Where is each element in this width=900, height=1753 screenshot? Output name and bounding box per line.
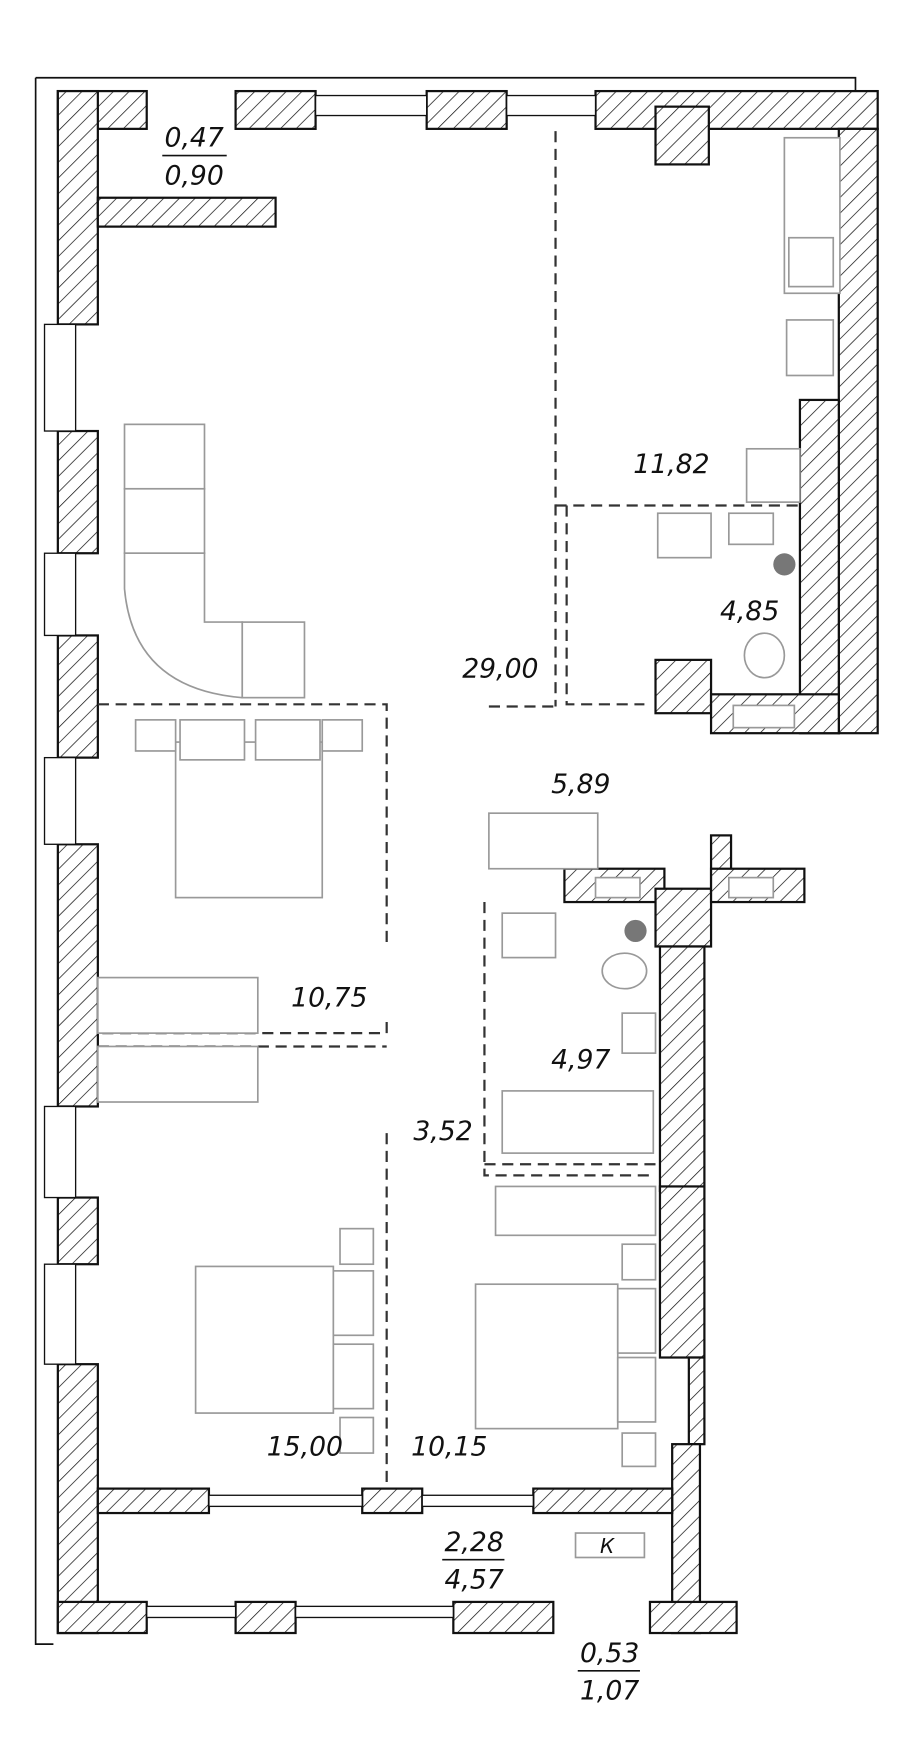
room-area-corridor: 3,52 — [413, 1116, 472, 1147]
room-area-coef-loggia-bottom: 1,07 — [580, 1676, 639, 1707]
room-area-coef-balcony: 4,57 — [444, 1565, 503, 1596]
room-area-bedroom-2: 15,00 — [267, 1431, 343, 1462]
furniture — [97, 136, 841, 1559]
room-area-loggia-bottom: 0,53 — [580, 1638, 639, 1669]
walls — [43, 89, 879, 1635]
room-area-hall: 5,89 — [551, 769, 610, 800]
room-area-bedroom-3: 10,15 — [411, 1431, 487, 1462]
room-area-living: 29,00 — [462, 654, 538, 685]
room-area-bathroom-1: 4,85 — [720, 596, 779, 627]
area-labels: 0,47 0,90 11,82 4,85 29,00 5,89 10,75 4,… — [162, 123, 779, 1707]
room-area-bedroom-1: 10,75 — [291, 982, 367, 1013]
room-area-bathroom-2: 4,97 — [551, 1045, 610, 1076]
room-area-loggia-top: 0,47 — [164, 123, 223, 154]
room-area-kitchen: 11,82 — [633, 449, 709, 480]
outer-contour — [34, 76, 857, 1645]
room-area-balcony: 2,28 — [444, 1527, 503, 1558]
room-area-coef-loggia-top: 0,90 — [164, 160, 223, 191]
ac-unit-label: К — [600, 1534, 615, 1558]
room-boundaries — [97, 131, 800, 1489]
